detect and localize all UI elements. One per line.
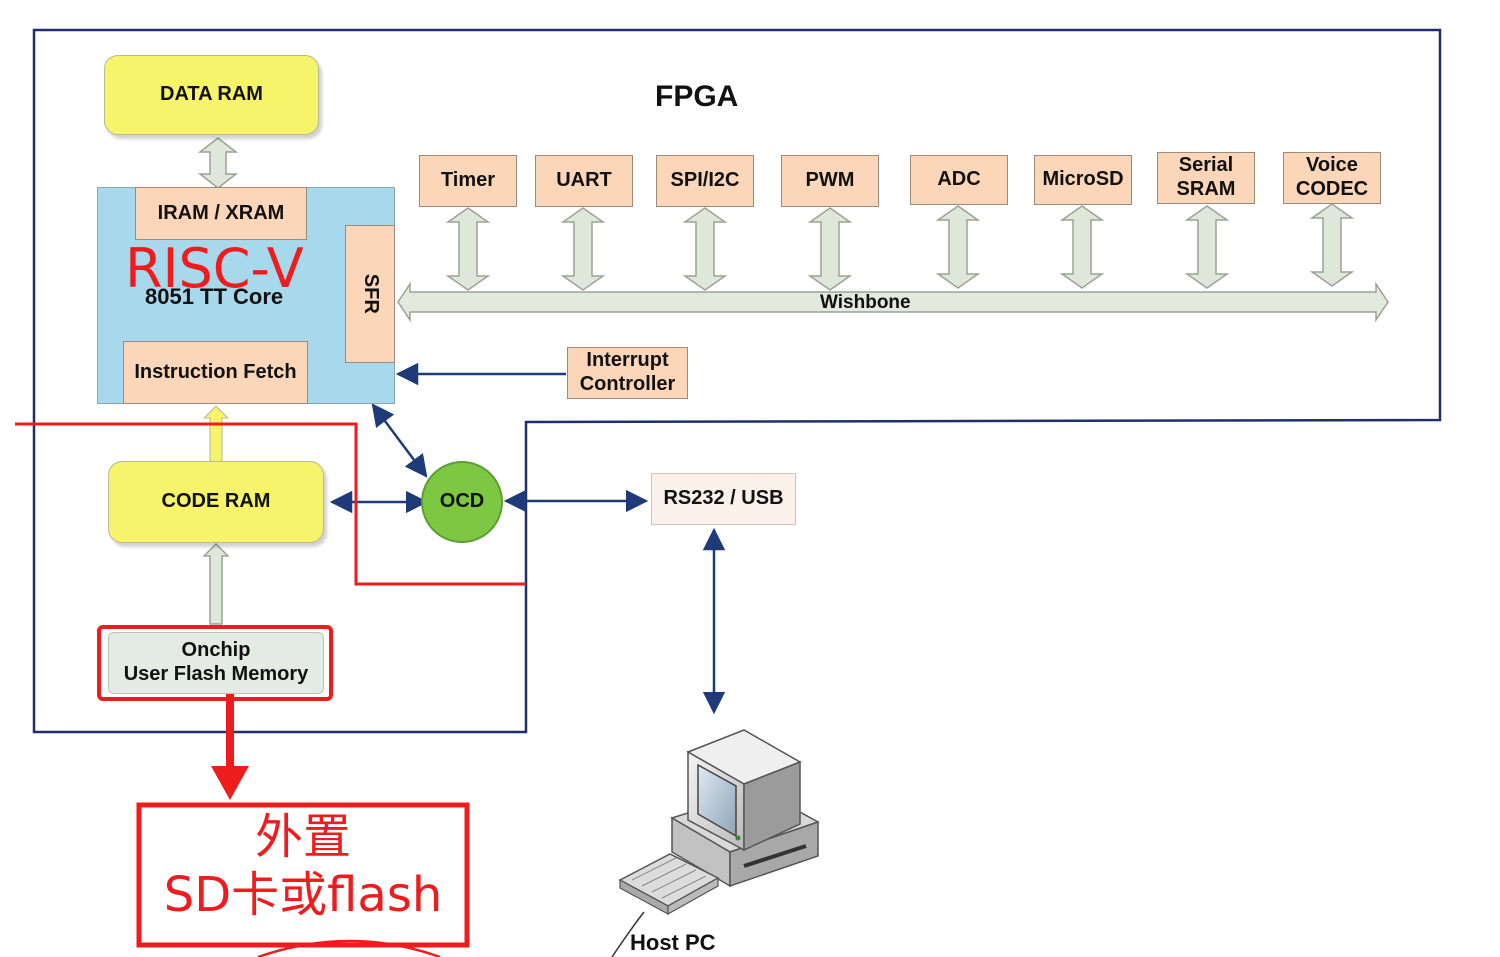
fpga-outline	[32, 28, 1442, 734]
annotation-arrow	[211, 672, 249, 800]
peripheral-adc: ADC	[910, 155, 1008, 205]
ocd-core-arrow	[371, 403, 428, 478]
instruction-fetch-block: Instruction Fetch	[123, 341, 308, 404]
peripheral-bus-arrows	[445, 203, 1355, 291]
fpga-title: FPGA	[655, 80, 739, 113]
annotation-arc	[257, 939, 441, 957]
peripheral-pwm: PWM	[781, 155, 879, 207]
annotation-text: 外置 SD卡或flash	[163, 809, 443, 923]
desktop-computer-icon	[670, 729, 820, 888]
annotation-boundary-line	[15, 422, 526, 586]
rs232-usb-block: RS232 / USB	[651, 473, 796, 525]
peripheral-spi-i2c: SPI/I2C	[656, 155, 754, 207]
sfr-block: SFR	[345, 225, 395, 363]
keyboard-icon	[611, 853, 720, 957]
flash-code-ram-arrow	[202, 542, 230, 625]
wishbone-label: Wishbone	[820, 292, 911, 313]
ocd-circle	[421, 461, 503, 543]
core-name-struck: 8051 TT Core	[145, 284, 284, 309]
core-name-overlay: RISC-V	[125, 237, 304, 300]
host-pc-label: Host PC	[630, 930, 716, 955]
data-ram-block: DATA RAM	[104, 55, 319, 135]
peripheral-serial-sram: Serial SRAM	[1157, 152, 1255, 204]
flash-memory-block: Onchip User Flash Memory	[108, 632, 324, 694]
peripheral-microsd: MicroSD	[1034, 155, 1132, 205]
peripheral-timer: Timer	[419, 155, 517, 207]
peripheral-voice-codec: Voice CODEC	[1283, 152, 1381, 204]
fetch-arrow	[202, 405, 230, 463]
peripheral-uart: UART	[535, 155, 633, 207]
code-ram-block: CODE RAM	[108, 461, 324, 543]
iram-xram-block: IRAM / XRAM	[135, 187, 307, 240]
ocd-label: OCD	[439, 490, 485, 513]
wishbone-bus	[397, 281, 1389, 323]
data-ram-arrow	[197, 137, 239, 189]
interrupt-controller-block: Interrupt Controller	[567, 347, 688, 399]
flash-highlight	[97, 625, 333, 701]
sfr-label: SFR	[359, 274, 382, 314]
